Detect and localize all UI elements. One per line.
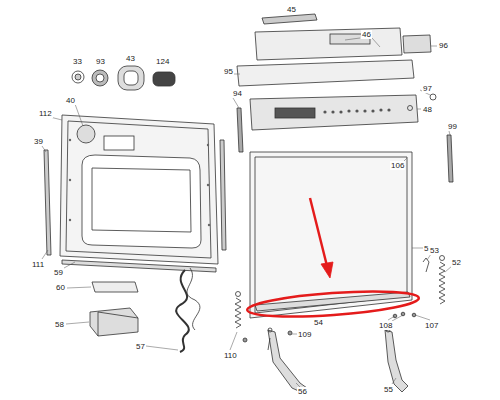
callout-number: 107 (424, 321, 439, 330)
callout-number: 33 (72, 57, 83, 66)
callout-number: 56 (297, 387, 308, 396)
callout-number: 110 (223, 351, 238, 360)
spring-link (423, 258, 429, 272)
ring-part (92, 70, 108, 86)
callout-number: 48 (422, 105, 433, 114)
gasket-part (153, 72, 175, 86)
callout-number: 112 (38, 109, 53, 118)
hinge-arm (268, 330, 307, 393)
callout-number: 124 (155, 57, 170, 66)
callout-number: 43 (125, 54, 136, 63)
door-spring (235, 298, 241, 328)
panel-bracket (237, 60, 414, 86)
callout-number: 55 (383, 385, 394, 394)
control-board (255, 28, 402, 60)
callout-number: 45 (286, 5, 297, 14)
module-box (90, 308, 138, 336)
hinge-arm (385, 330, 408, 392)
door-spring (439, 262, 445, 304)
dispenser-part (118, 66, 144, 90)
bottom-strip (62, 260, 216, 272)
callout-number: 97 (422, 84, 433, 93)
inner-door-panel (60, 115, 218, 264)
side-strip (44, 150, 51, 255)
callout-number: 95 (223, 67, 234, 76)
callout-number: 109 (297, 330, 312, 339)
callout-number: 39 (33, 137, 44, 146)
callout-number: 52 (451, 258, 462, 267)
callout-number: 111 (31, 260, 45, 269)
side-trim (237, 108, 243, 152)
cap-part (72, 71, 84, 83)
highlight-ellipse (246, 287, 419, 321)
callout-number: 108 (378, 321, 393, 330)
bracket-part (92, 282, 138, 292)
wire-harness (176, 270, 189, 352)
callout-number: 96 (438, 41, 449, 50)
small-board (262, 14, 317, 24)
knob-part (430, 94, 436, 100)
side-trim (447, 135, 453, 182)
callout-number: 60 (55, 283, 66, 292)
callout-number: 57 (135, 342, 146, 351)
switch-box (403, 35, 431, 53)
highlight-arrow (310, 198, 327, 266)
callout-number: 93 (95, 57, 106, 66)
callout-number: 94 (232, 89, 243, 98)
callout-number: 40 (65, 96, 76, 105)
callout-number: 99 (447, 122, 458, 131)
callout-number: 54 (313, 318, 324, 327)
callout-number: 53 (429, 246, 440, 255)
control-panel (250, 95, 418, 130)
callout-number: 106 (390, 161, 405, 170)
callout-number: 59 (53, 268, 64, 277)
callout-number: 46 (361, 30, 372, 39)
callout-number: 58 (54, 320, 65, 329)
